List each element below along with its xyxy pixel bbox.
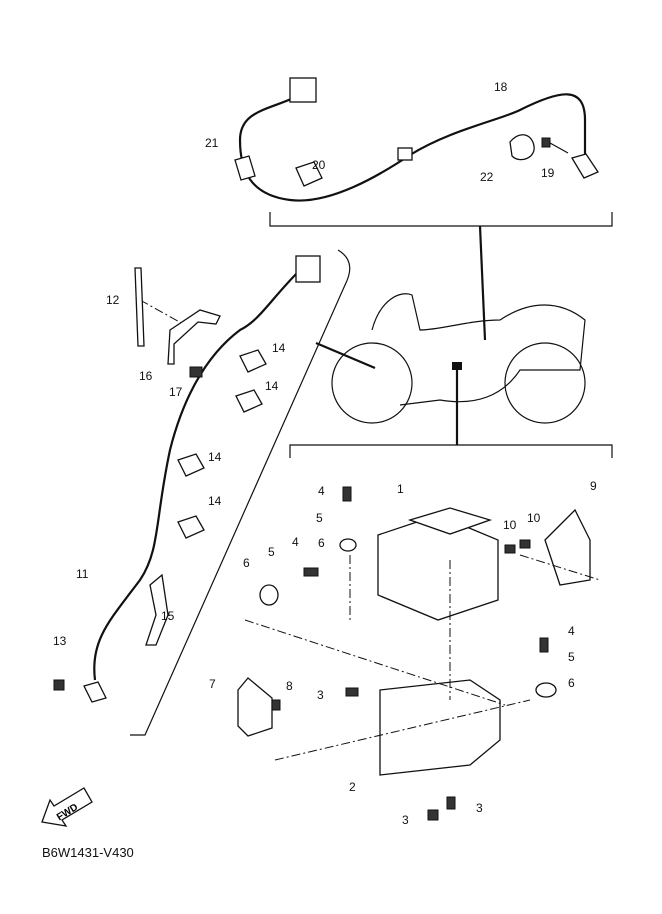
bracket-7 [237,677,273,737]
callout-13: 13 [53,634,67,648]
callout-3: 3 [476,801,483,815]
callout-4: 4 [568,624,575,638]
clamp-22 [509,134,535,161]
clamp-14a [239,349,267,373]
callout-22: 22 [480,170,494,184]
callout-4: 4 [318,484,325,498]
callout-11: 11 [76,567,89,581]
clamp-14b [235,389,263,413]
connector [289,77,317,103]
callout-5: 5 [316,511,323,525]
callout-6: 6 [243,556,250,570]
callout-14: 14 [208,450,222,464]
clamp-14c [177,453,205,477]
callout-12: 12 [106,293,120,307]
fwd-arrow-icon: FWD [41,787,93,827]
callout-8: 8 [286,679,293,693]
sensor-19 [571,153,599,179]
cable-tie-12 [134,267,145,347]
callout-5: 5 [568,650,575,664]
callout-14: 14 [265,379,279,393]
stay-15 [145,573,169,646]
callout-14: 14 [208,494,222,508]
callout-4: 4 [292,535,299,549]
callout-2: 2 [349,780,356,794]
front-sensor [83,681,107,703]
clamp-20 [295,161,323,187]
callout-21: 21 [205,136,219,150]
callout-20: 20 [312,158,326,172]
callout-7: 7 [209,677,216,691]
cover-9 [544,508,591,586]
callout-16: 16 [139,369,153,383]
callout-10: 10 [503,518,517,532]
motorcycle-outline [331,293,586,445]
abs-unit-group [237,444,613,821]
clamp-14d [177,515,205,539]
callout-18: 18 [494,80,508,94]
callout-6: 6 [318,536,325,550]
hydraulic-unit [377,514,499,621]
sensor-lead-front-group [53,249,376,736]
callout-3: 3 [402,813,409,827]
diagram-code: B6W1431-V430 [42,845,134,860]
callout-14: 14 [272,341,286,355]
callout-3: 3 [317,688,324,702]
callout-10: 10 [527,511,541,525]
callout-15: 15 [161,609,175,623]
callout-1: 1 [397,482,404,496]
callout-9: 9 [590,479,597,493]
stay-16 [167,309,221,365]
callout-5: 5 [268,545,275,559]
callouts: 18 21 20 22 19 12 16 17 14 14 14 14 11 1… [53,80,597,827]
sensor-lead-rear-group [234,77,613,341]
callout-6: 6 [568,676,575,690]
callout-17: 17 [169,385,183,399]
bracket-2 [379,679,501,776]
holder-21 [234,155,256,181]
callout-19: 19 [541,166,555,180]
